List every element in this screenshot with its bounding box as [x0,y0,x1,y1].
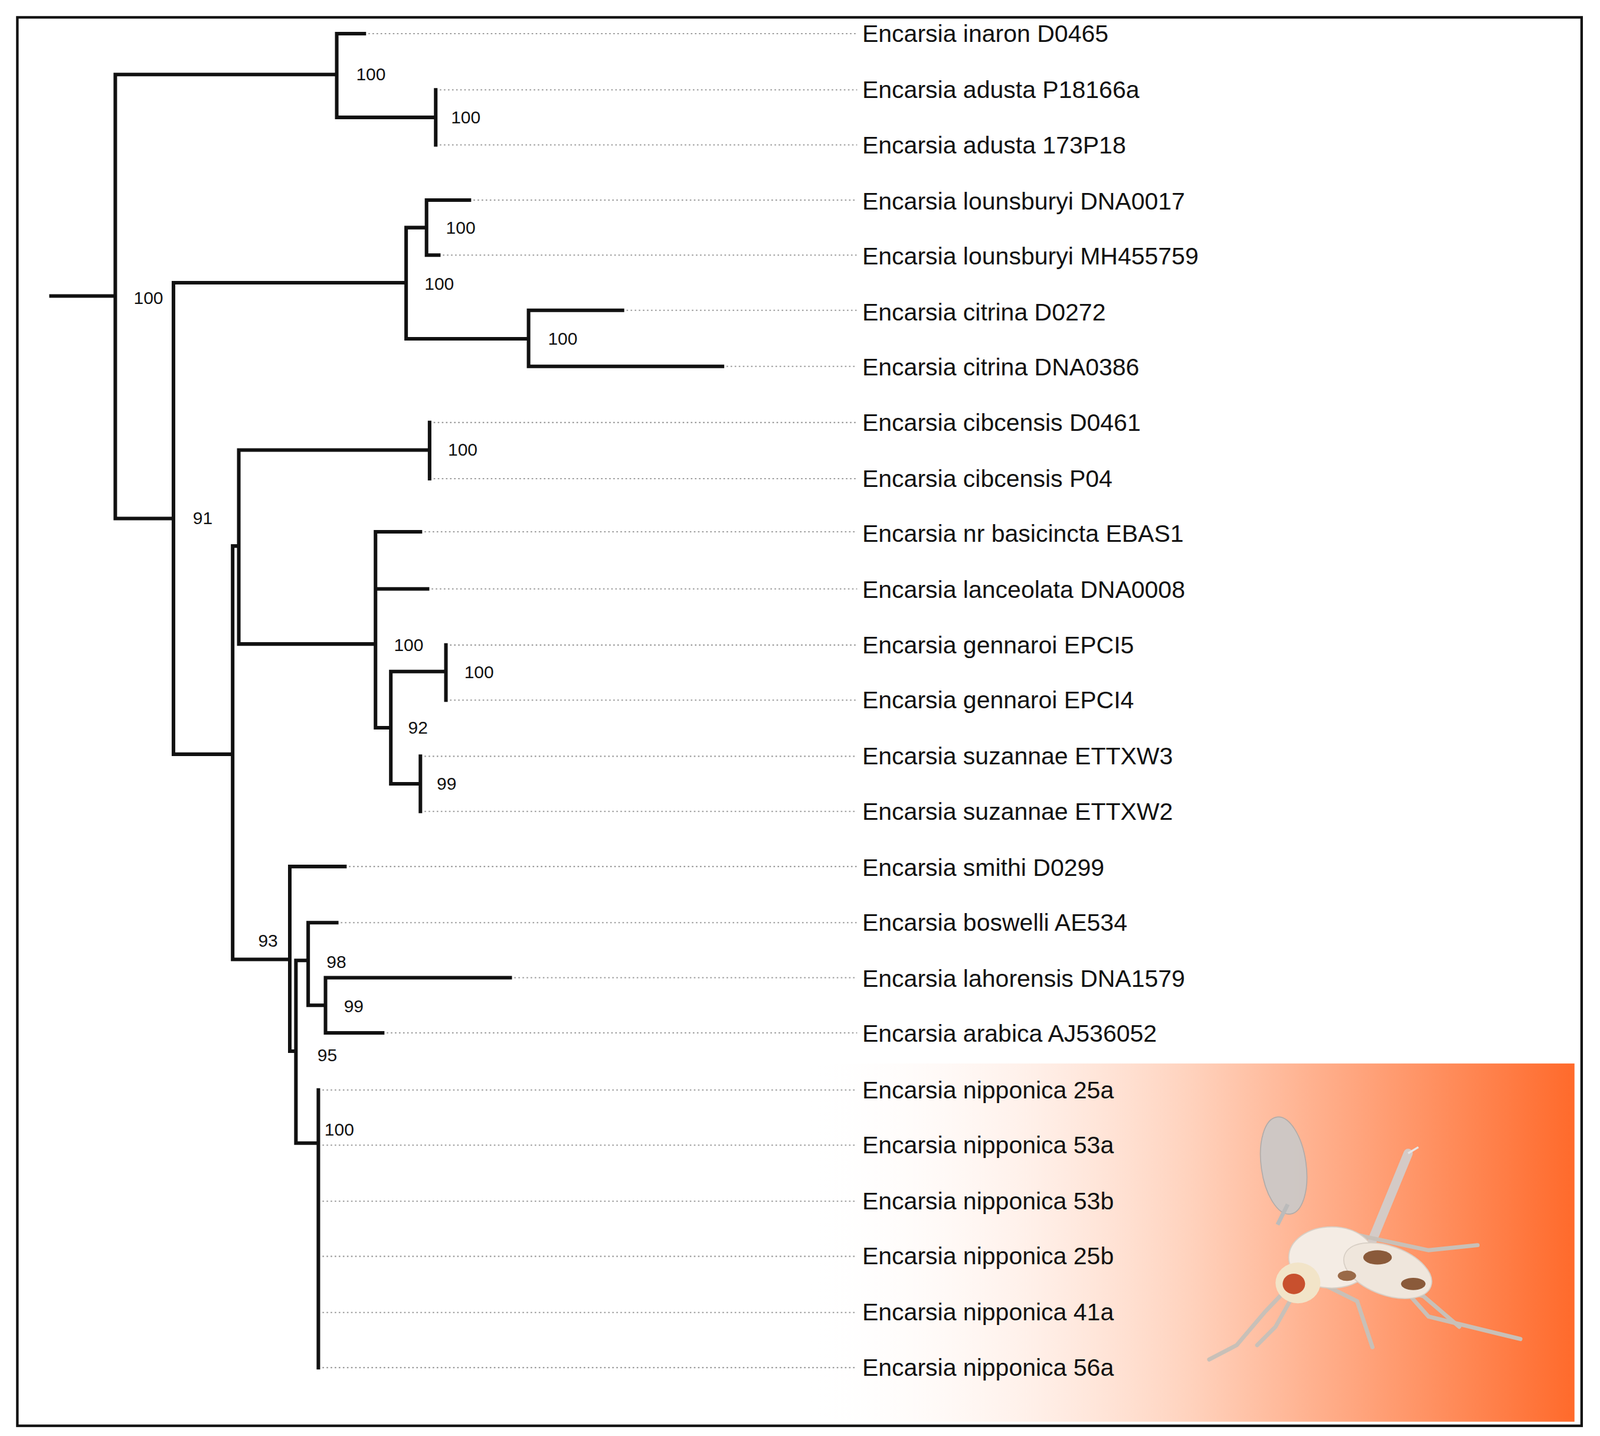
leader-lines [318,33,857,1368]
taxon-label: Encarsia inaron D0465 [862,21,1109,47]
taxon-label: Encarsia lounsburyi DNA0017 [862,188,1186,214]
taxon-label: Encarsia arabica AJ536052 [862,1021,1157,1046]
bootstrap-value: 95 [317,1046,337,1065]
taxon-label: Encarsia nipponica 53a [862,1132,1114,1157]
taxon-label: Encarsia lanceolata DNA0008 [862,577,1186,602]
taxon-label: Encarsia adusta P18166a [862,77,1140,103]
bootstrap-value: 91 [192,509,213,528]
taxon-label: Encarsia nipponica 41a [862,1300,1114,1325]
taxon-label: Encarsia nipponica 53b [862,1188,1114,1213]
bootstrap-value: 92 [408,718,428,737]
bootstrap-value: 100 [324,1120,355,1139]
taxon-label: Encarsia cibcensis D0461 [862,410,1141,435]
bootstrap-value: 100 [547,329,578,348]
taxon-label: Encarsia nipponica 25b [862,1244,1114,1269]
taxon-label: Encarsia gennaroi EPCI5 [862,632,1134,657]
bootstrap-value: 100 [450,108,481,127]
taxon-label: Encarsia boswelli AE534 [862,910,1128,935]
bootstrap-value: 99 [436,774,457,793]
bootstrap-value: 98 [326,953,346,971]
bootstrap-value: 100 [133,289,163,307]
wasp-illustration [1209,1113,1521,1360]
taxon-label: Encarsia nipponica 56a [862,1355,1114,1380]
taxon-label: Encarsia lahorensis DNA1579 [862,966,1186,991]
taxon-label: Encarsia cibcensis P04 [862,466,1113,491]
bootstrap-value: 100 [464,663,494,682]
bootstrap-value: 100 [446,218,476,237]
frame [17,17,1582,1426]
bootstrap-value: 100 [447,440,478,459]
bootstrap-value: 100 [393,636,424,654]
taxon-label: Encarsia lounsburyi MH455759 [862,243,1199,268]
taxon-label: Encarsia citrina DNA0386 [862,355,1140,380]
branches [50,33,723,1368]
taxon-label: Encarsia adusta 173P18 [862,132,1127,157]
bootstrap-value: 99 [344,997,364,1016]
taxon-label: Encarsia nipponica 25a [862,1077,1114,1102]
taxon-label: Encarsia smithi D0299 [862,855,1105,880]
taxon-label: Encarsia citrina D0272 [862,300,1106,325]
highlight-band [806,1063,1575,1422]
bootstrap-value: 100 [355,65,386,84]
taxon-label: Encarsia nr basicincta EBAS1 [862,521,1184,546]
taxon-label: Encarsia suzannae ETTXW3 [862,744,1173,769]
taxon-label: Encarsia suzannae ETTXW2 [862,799,1173,824]
bootstrap-value: 100 [424,275,454,293]
taxon-label: Encarsia gennaroi EPCI4 [862,688,1134,713]
bootstrap-value: 93 [257,931,278,950]
